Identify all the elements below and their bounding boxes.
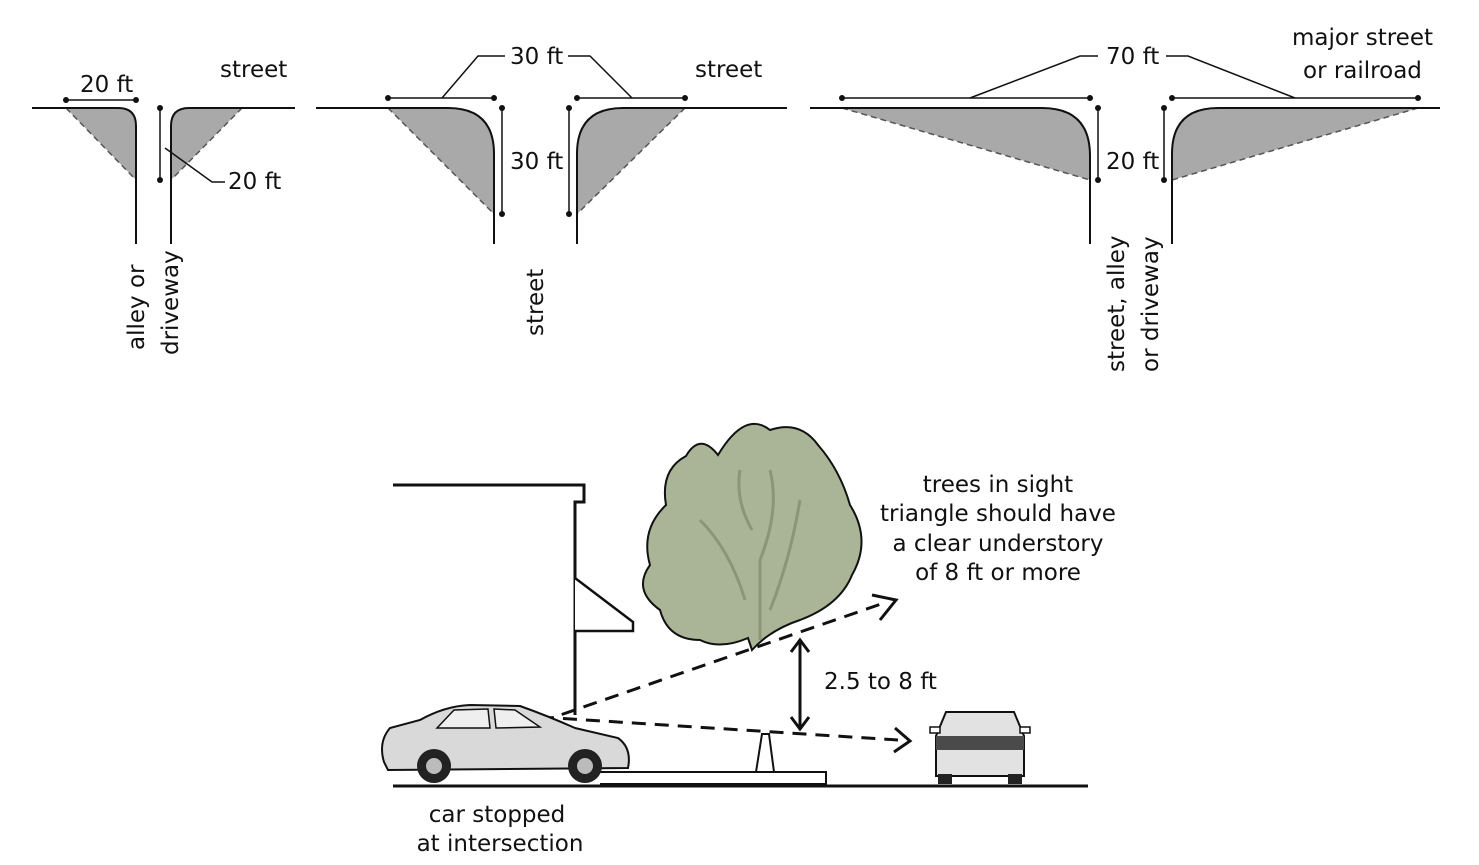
- dim-side-a: 20 ft: [228, 169, 281, 195]
- tree-note-line3: a clear understory: [893, 531, 1104, 557]
- tree-icon: [641, 422, 863, 652]
- street-label-b: street: [695, 57, 762, 83]
- street-label-c-line1: major street: [1292, 25, 1433, 51]
- cross-label-c-line2: or driveway: [1138, 236, 1164, 372]
- curb: [600, 771, 827, 785]
- street-edge-a: [32, 107, 137, 244]
- cross-label-a-line2: driveway: [158, 250, 184, 355]
- dim-top-a: 20 ft: [80, 72, 133, 98]
- upper-sight-line: [539, 601, 885, 724]
- tree-note-line4: of 8 ft or more: [915, 560, 1081, 586]
- dim-top-c: 70 ft: [1106, 44, 1159, 70]
- elevation-view: 2.5 to 8 ft trees in sight triangle shou…: [381, 422, 1116, 857]
- traffic-cone-icon: [754, 733, 776, 773]
- sight-triangle-right-c: [1172, 108, 1418, 180]
- clearance-label: 2.5 to 8 ft: [824, 669, 937, 695]
- diagram-alley-driveway: 20 ft 20 ft street alley or driveway: [32, 57, 295, 355]
- building: [393, 483, 635, 715]
- street-edge-b: [316, 107, 495, 244]
- oncoming-car-icon: [929, 711, 1031, 784]
- street-label-c-line2: or railroad: [1303, 58, 1422, 84]
- cross-label-c-line1: street, alley: [1104, 235, 1130, 372]
- car-caption-line1: car stopped: [429, 802, 566, 828]
- car-caption-line2: at intersection: [417, 831, 584, 857]
- tree-note-line2: triangle should have: [880, 501, 1116, 527]
- diagram-street: 30 ft 30 ft street street: [316, 44, 787, 336]
- sight-triangle-left-c: [842, 108, 1090, 180]
- street-label-a: street: [220, 57, 287, 83]
- dim-side-b: 30 ft: [510, 149, 563, 175]
- tree-note-line1: trees in sight: [923, 472, 1073, 498]
- cross-label-a-line1: alley or: [124, 264, 150, 350]
- diagram-major-street: 70 ft 20 ft major street or railroad str…: [810, 25, 1440, 372]
- clearance-dimension: [789, 637, 811, 732]
- lower-sight-line: [539, 715, 899, 742]
- street-edge-c: [810, 107, 1091, 244]
- dim-top-b: 30 ft: [510, 44, 563, 70]
- dim-side-c: 20 ft: [1106, 149, 1159, 175]
- cross-label-b: street: [523, 269, 549, 336]
- stopped-car-icon: [381, 703, 630, 783]
